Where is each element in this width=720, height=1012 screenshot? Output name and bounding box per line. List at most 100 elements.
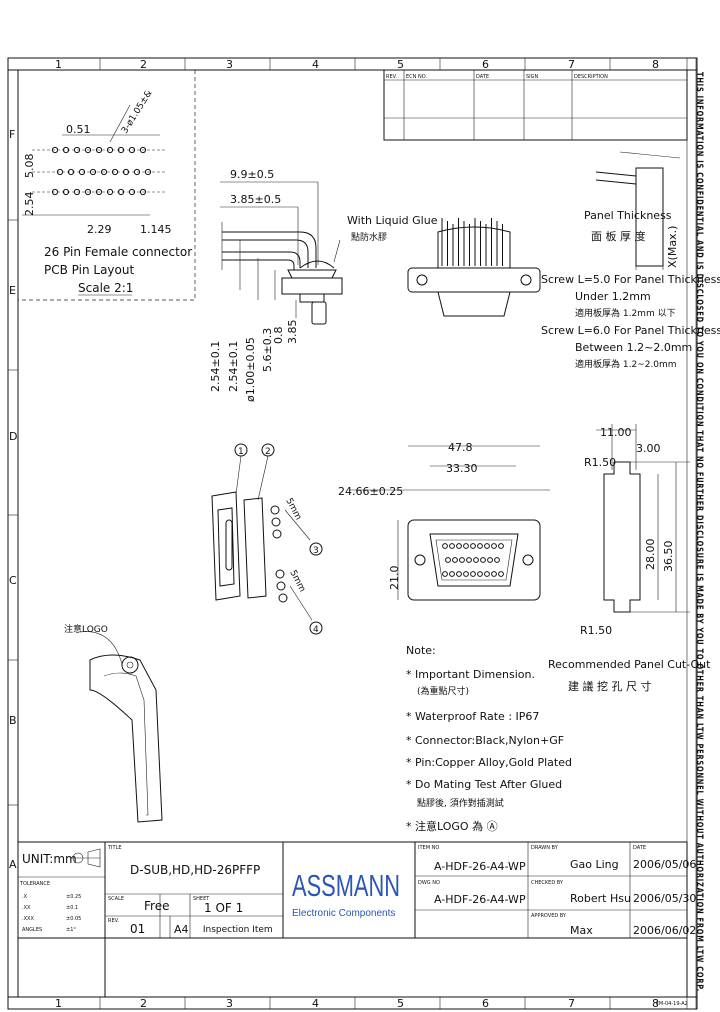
screw-length-1: 5mm: [283, 497, 303, 522]
zone-row-label: E: [9, 284, 16, 297]
cutout-dim-height-outer: 36.50: [662, 541, 675, 573]
side-dim-v5: 0.8: [272, 327, 285, 345]
note-line-5: * Connector:Black,Nylon+GF: [406, 734, 564, 747]
note-line-3: (⑑為重點尺寸): [417, 685, 469, 697]
sheet-value: 1 OF 1: [204, 901, 243, 915]
pcb-pin-grid: [52, 147, 150, 194]
screw-note-2: Under 1.2mm: [575, 290, 651, 303]
general-notes: Note: * ⑑Important Dimension. (⑑為重點尺寸) *…: [406, 644, 572, 833]
note-line-4: * Waterproof Rate : IP67: [406, 710, 539, 723]
side-view: ⑑9.9±0.5 ⑑3.85±0.5 With Liquid Glue 點防水膠…: [209, 168, 438, 402]
front-dim-screw-spacing: ⑑24.66±0.25: [338, 485, 403, 498]
rev-caption: REV.: [108, 918, 119, 924]
panel-label: Panel Thickness: [584, 209, 672, 222]
company-logo: ASSMANN: [292, 868, 400, 903]
front-contact: [485, 544, 490, 549]
zone-row-label: F: [9, 128, 15, 141]
tolerance-value: ±0.25: [66, 894, 81, 900]
front-contact: [464, 544, 469, 549]
panel-thickness-detail: Panel Thickness 面 板 厚 度 X(Max.): [584, 152, 680, 270]
front-dim-shell: ⑑33.30: [446, 462, 478, 475]
side-dim-v1: ⑑2.54±0.1: [209, 341, 222, 392]
tolerance-value: ±0.05: [66, 916, 81, 922]
rev-header-sign: SIGN: [526, 74, 539, 80]
pcb-layout-view: 0.51 3-ø1.05±& 5.08 2.54 2.29 1.145 26 P…: [18, 70, 195, 300]
pcb-title-line-3: Scale 2:1: [78, 281, 133, 295]
dwg-no-caption: DWG NO: [418, 880, 440, 886]
screw-note-4: Screw L=6.0 For Panel Thickness: [541, 324, 720, 337]
confidential-notice: THIS INFORMATION IS CONFIDENTIAL AND IS …: [694, 72, 704, 992]
screw-notes: Screw L=5.0 For Panel Thickness Under 1.…: [541, 273, 720, 370]
tolerance-key: ANGLES: [22, 927, 42, 933]
front-view: ⑑47.8 ⑑33.30 ⑑24.66±0.25 ⑑21.0: [338, 441, 550, 600]
date-caption: DATE: [633, 845, 646, 851]
front-contact: [471, 572, 476, 577]
zone-column-label: 4: [312, 997, 319, 1010]
panel-label-cn: 面 板 厚 度: [591, 229, 646, 243]
side-dim-top-1: ⑑9.9±0.5: [230, 168, 274, 181]
side-dim-top-2: ⑑3.85±0.5: [230, 193, 281, 206]
front-contact: [478, 572, 483, 577]
balloon-2: 2: [265, 447, 271, 457]
pcb-dim-row-spacing: 5.08: [23, 154, 36, 179]
rev-header-description: DESCRIPTION: [574, 74, 608, 80]
zone-row-label: D: [9, 430, 17, 443]
front-contact: [485, 572, 490, 577]
checked-by-value: Robert Hsu: [570, 892, 631, 905]
cutout-title: Recommended Panel Cut-Out: [548, 658, 711, 671]
balloon-3: 3: [313, 546, 319, 556]
front-contact: [474, 558, 479, 563]
pcb-dim-half-pitch: 1.145: [140, 223, 172, 236]
front-contact: [467, 558, 472, 563]
pcb-dim-hole: 3-ø1.05±&: [120, 89, 154, 136]
rev-header-rev: REV.: [386, 74, 397, 80]
approved-by-caption: APPROVED BY: [531, 913, 567, 919]
title-block: UNIT:mm TOLERANCE .X±0.25.XX±0.1.XXX±0.0…: [18, 842, 696, 997]
glue-label-cn: 點防水膠: [351, 231, 387, 243]
scale-value: Free: [144, 899, 169, 913]
rear-view: [408, 218, 540, 316]
front-dim-width: ⑑47.8: [448, 441, 473, 454]
zone-column-label: 1: [55, 997, 62, 1010]
zone-column-label: 3: [226, 58, 233, 71]
note-line-7: * Do Mating Test After Glued: [406, 778, 562, 791]
note-line-9: * 注意LOGO 為 Ⓐ: [406, 819, 498, 833]
zone-column-label: 7: [568, 997, 575, 1010]
front-contact: [460, 558, 465, 563]
side-dim-v6: 3.85: [286, 320, 299, 345]
zone-row-label: B: [9, 714, 17, 727]
form-number: FM-04-19-A2: [656, 1001, 688, 1007]
front-contact: [453, 558, 458, 563]
inspection-item: ⑑ Inspection Item: [200, 925, 273, 935]
front-contact: [481, 558, 486, 563]
pcb-title-line-1: 26 Pin Female connector: [44, 245, 192, 259]
revision-table: REV. ECN NO. DATE SIGN DESCRIPTION: [384, 70, 687, 140]
panel-cutout: 11.00 3.00 R1.50 28.00 36.50 R1.50 Recom…: [548, 424, 711, 693]
tolerance-label: TOLERANCE: [19, 881, 50, 887]
drawn-by-caption: DRAWN BY: [531, 845, 559, 851]
zone-column-label: 3: [226, 997, 233, 1010]
side-dim-v2: ⑑2.54±0.1: [227, 341, 240, 392]
glue-label: With Liquid Glue: [347, 214, 438, 227]
front-contact: [443, 544, 448, 549]
date-drawn: 2006/05/06: [633, 858, 696, 871]
rev-header-ecn: ECN NO.: [406, 74, 427, 80]
logo-note-label: 注意LOGO: [64, 623, 108, 635]
cutout-dim-height-inner: 28.00: [644, 539, 657, 571]
zone-row-label: C: [9, 574, 17, 587]
zone-column-label: 5: [397, 58, 404, 71]
zone-column-label: 7: [568, 58, 575, 71]
front-contact: [499, 572, 504, 577]
zone-row-label: A: [9, 858, 17, 871]
pcb-dim-row-offset: 2.54: [23, 192, 36, 217]
pcb-dim-pitch: 0.51: [66, 123, 91, 136]
zone-column-label: 2: [140, 58, 147, 71]
screw-note-6: 適用板厚為 1.2~2.0mm: [575, 358, 677, 370]
zone-column-label: 8: [652, 58, 659, 71]
front-dim-height: ⑑21.0: [388, 566, 401, 591]
front-contact: [464, 572, 469, 577]
front-contact: [471, 544, 476, 549]
front-contact: [478, 544, 483, 549]
cutout-dim-width: 11.00: [600, 426, 632, 439]
